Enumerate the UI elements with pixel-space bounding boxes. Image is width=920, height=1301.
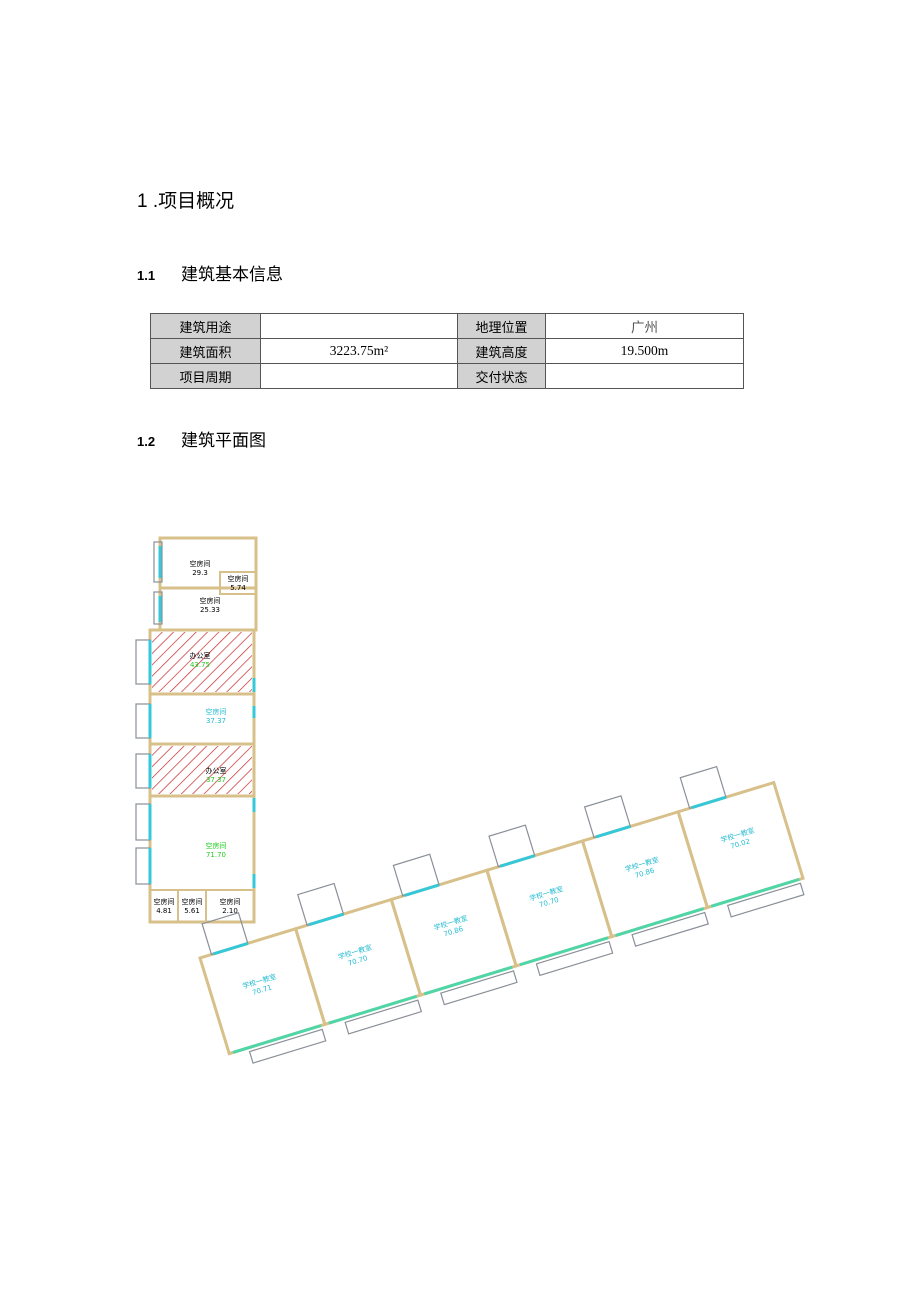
subsection-floor-plan: 1.2 建筑平面图 xyxy=(137,426,266,451)
table-key-cell: 建筑高度 xyxy=(457,338,546,364)
room-area: 29.3 xyxy=(192,569,208,577)
table-row: 建筑用途 地理位置 广州 xyxy=(150,313,744,339)
subsection-number: 1.2 xyxy=(137,434,156,449)
small-room xyxy=(219,571,257,595)
balcony-box xyxy=(297,882,345,927)
lower-window-box xyxy=(535,940,614,977)
room-label: 空房间 xyxy=(182,897,203,906)
lower-window-box xyxy=(440,970,518,1006)
subsection-title: 建筑基本信息 xyxy=(181,265,283,284)
window-opening xyxy=(691,795,727,810)
subsection-basic-info: 1.1 建筑基本信息 xyxy=(137,260,283,285)
office-hatch-area xyxy=(152,746,252,794)
room-label: 空房间 xyxy=(228,574,249,583)
room-label: 空房间 xyxy=(220,897,241,906)
window-opening xyxy=(404,883,440,897)
lower-window-box xyxy=(631,911,709,947)
table-key-cell: 建筑用途 xyxy=(150,313,261,339)
balcony-box xyxy=(583,795,632,839)
lower-window-opening xyxy=(328,994,418,1025)
room-area: 5.61 xyxy=(184,907,200,915)
table-value-cell: 广州 xyxy=(545,313,744,339)
table-value-cell: 3223.75m² xyxy=(260,338,458,364)
window-opening xyxy=(499,854,536,868)
vertical-building-block xyxy=(148,536,258,924)
table-value-cell xyxy=(260,313,458,339)
table-value-cell xyxy=(545,363,744,389)
room-label: 空房间 xyxy=(154,897,175,906)
room-area: 71.70 xyxy=(206,851,226,859)
section-title: 1 .项目概况 xyxy=(137,191,235,212)
balcony-box xyxy=(201,912,249,956)
lower-window-opening xyxy=(232,1024,322,1054)
lower-window-box xyxy=(726,882,805,918)
room-area: 5.74 xyxy=(230,584,246,592)
lower-window-opening xyxy=(423,965,513,996)
room-label: 办公室 xyxy=(206,766,227,775)
balcony-box xyxy=(488,824,536,868)
table-key-cell: 项目周期 xyxy=(150,363,261,389)
room-area: 37.37 xyxy=(206,717,226,725)
window-opening xyxy=(308,912,344,927)
classroom-wing: 学校一教室70.71学校一教室70.70学校一教室70.86学校一教室70.70… xyxy=(198,765,805,1064)
subsection-number: 1.1 xyxy=(137,268,156,283)
room-area: 25.33 xyxy=(200,606,220,614)
office-hatch-area xyxy=(152,632,252,692)
table-key-cell: 地理位置 xyxy=(457,313,546,339)
window-opening xyxy=(212,941,249,956)
lower-window-box xyxy=(344,999,423,1035)
room-area: 2.10 xyxy=(222,907,238,915)
floor-plan-drawing: 空房间 29.3 空房间 5.74 空房间 25.33 办公室 43.75 空房… xyxy=(135,536,805,1064)
table-key-cell: 建筑面积 xyxy=(150,338,261,364)
table-key-cell: 交付状态 xyxy=(457,363,546,389)
room-area: 37.37 xyxy=(206,776,226,784)
building-info-table: 建筑用途 地理位置 广州 建筑面积 3223.75m² 建筑高度 19.500m… xyxy=(150,313,744,389)
room-label: 空房间 xyxy=(200,596,221,605)
lower-window-opening xyxy=(710,877,800,908)
window-opening xyxy=(595,824,631,839)
lower-window-opening xyxy=(519,936,609,967)
room-label: 办公室 xyxy=(190,651,211,660)
table-value-cell: 19.500m xyxy=(545,338,744,364)
subsection-title: 建筑平面图 xyxy=(181,431,266,450)
table-value-cell xyxy=(260,363,458,389)
table-row: 建筑面积 3223.75m² 建筑高度 19.500m xyxy=(150,338,744,364)
room-label: 空房间 xyxy=(206,841,227,850)
lower-window-opening xyxy=(615,907,705,937)
vertical-room-labels: 空房间 29.3 空房间 5.74 空房间 25.33 办公室 43.75 空房… xyxy=(154,559,249,915)
room-area: 4.81 xyxy=(156,907,172,915)
lower-window-box xyxy=(248,1028,327,1064)
balcony-box xyxy=(679,765,727,810)
window-openings xyxy=(148,546,256,888)
room-area: 43.75 xyxy=(190,661,210,669)
table-row: 项目周期 交付状态 xyxy=(150,363,744,389)
balcony-box xyxy=(392,853,440,897)
room-label: 空房间 xyxy=(190,559,211,568)
room-label: 空房间 xyxy=(206,707,227,716)
